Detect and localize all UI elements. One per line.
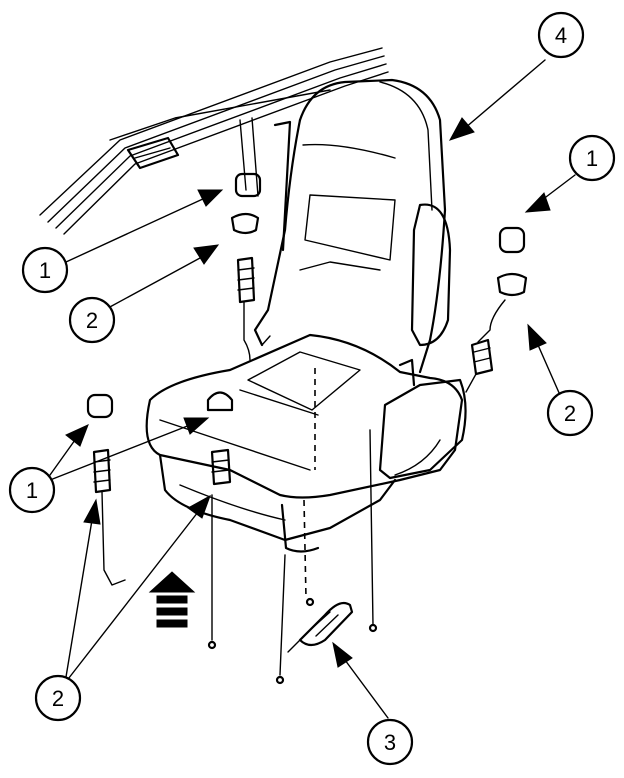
svg-text:2: 2 xyxy=(86,308,98,333)
callout-2-top-left: 2 xyxy=(68,296,116,344)
callout-2-bottom-left: 2 xyxy=(34,674,82,722)
svg-text:1: 1 xyxy=(39,258,51,283)
callout-1-top-left: 1 xyxy=(21,246,69,294)
component-bottom-left-b xyxy=(206,391,234,486)
leader-lines xyxy=(44,59,576,719)
svg-text:1: 1 xyxy=(586,146,598,171)
floor-studs xyxy=(207,597,378,685)
callout-3-bottom: 3 xyxy=(366,718,414,766)
callout-1-right: 1 xyxy=(568,134,616,182)
callout-1-bottom-left: 1 xyxy=(8,466,56,514)
svg-text:2: 2 xyxy=(564,401,576,426)
component-top-left xyxy=(230,172,262,361)
front-direction-arrow-icon xyxy=(148,571,196,628)
component-3-harness xyxy=(287,601,354,653)
svg-text:3: 3 xyxy=(384,730,396,755)
door-frame xyxy=(39,47,389,252)
component-bottom-left-a xyxy=(86,393,126,586)
callout-2-right: 2 xyxy=(546,389,594,437)
seat-cushion xyxy=(145,333,467,676)
svg-text:4: 4 xyxy=(555,23,567,48)
component-right xyxy=(465,226,528,393)
callout-4-top: 4 xyxy=(537,11,585,59)
seat-back xyxy=(253,78,452,374)
svg-text:1: 1 xyxy=(26,478,38,503)
svg-text:2: 2 xyxy=(52,686,64,711)
